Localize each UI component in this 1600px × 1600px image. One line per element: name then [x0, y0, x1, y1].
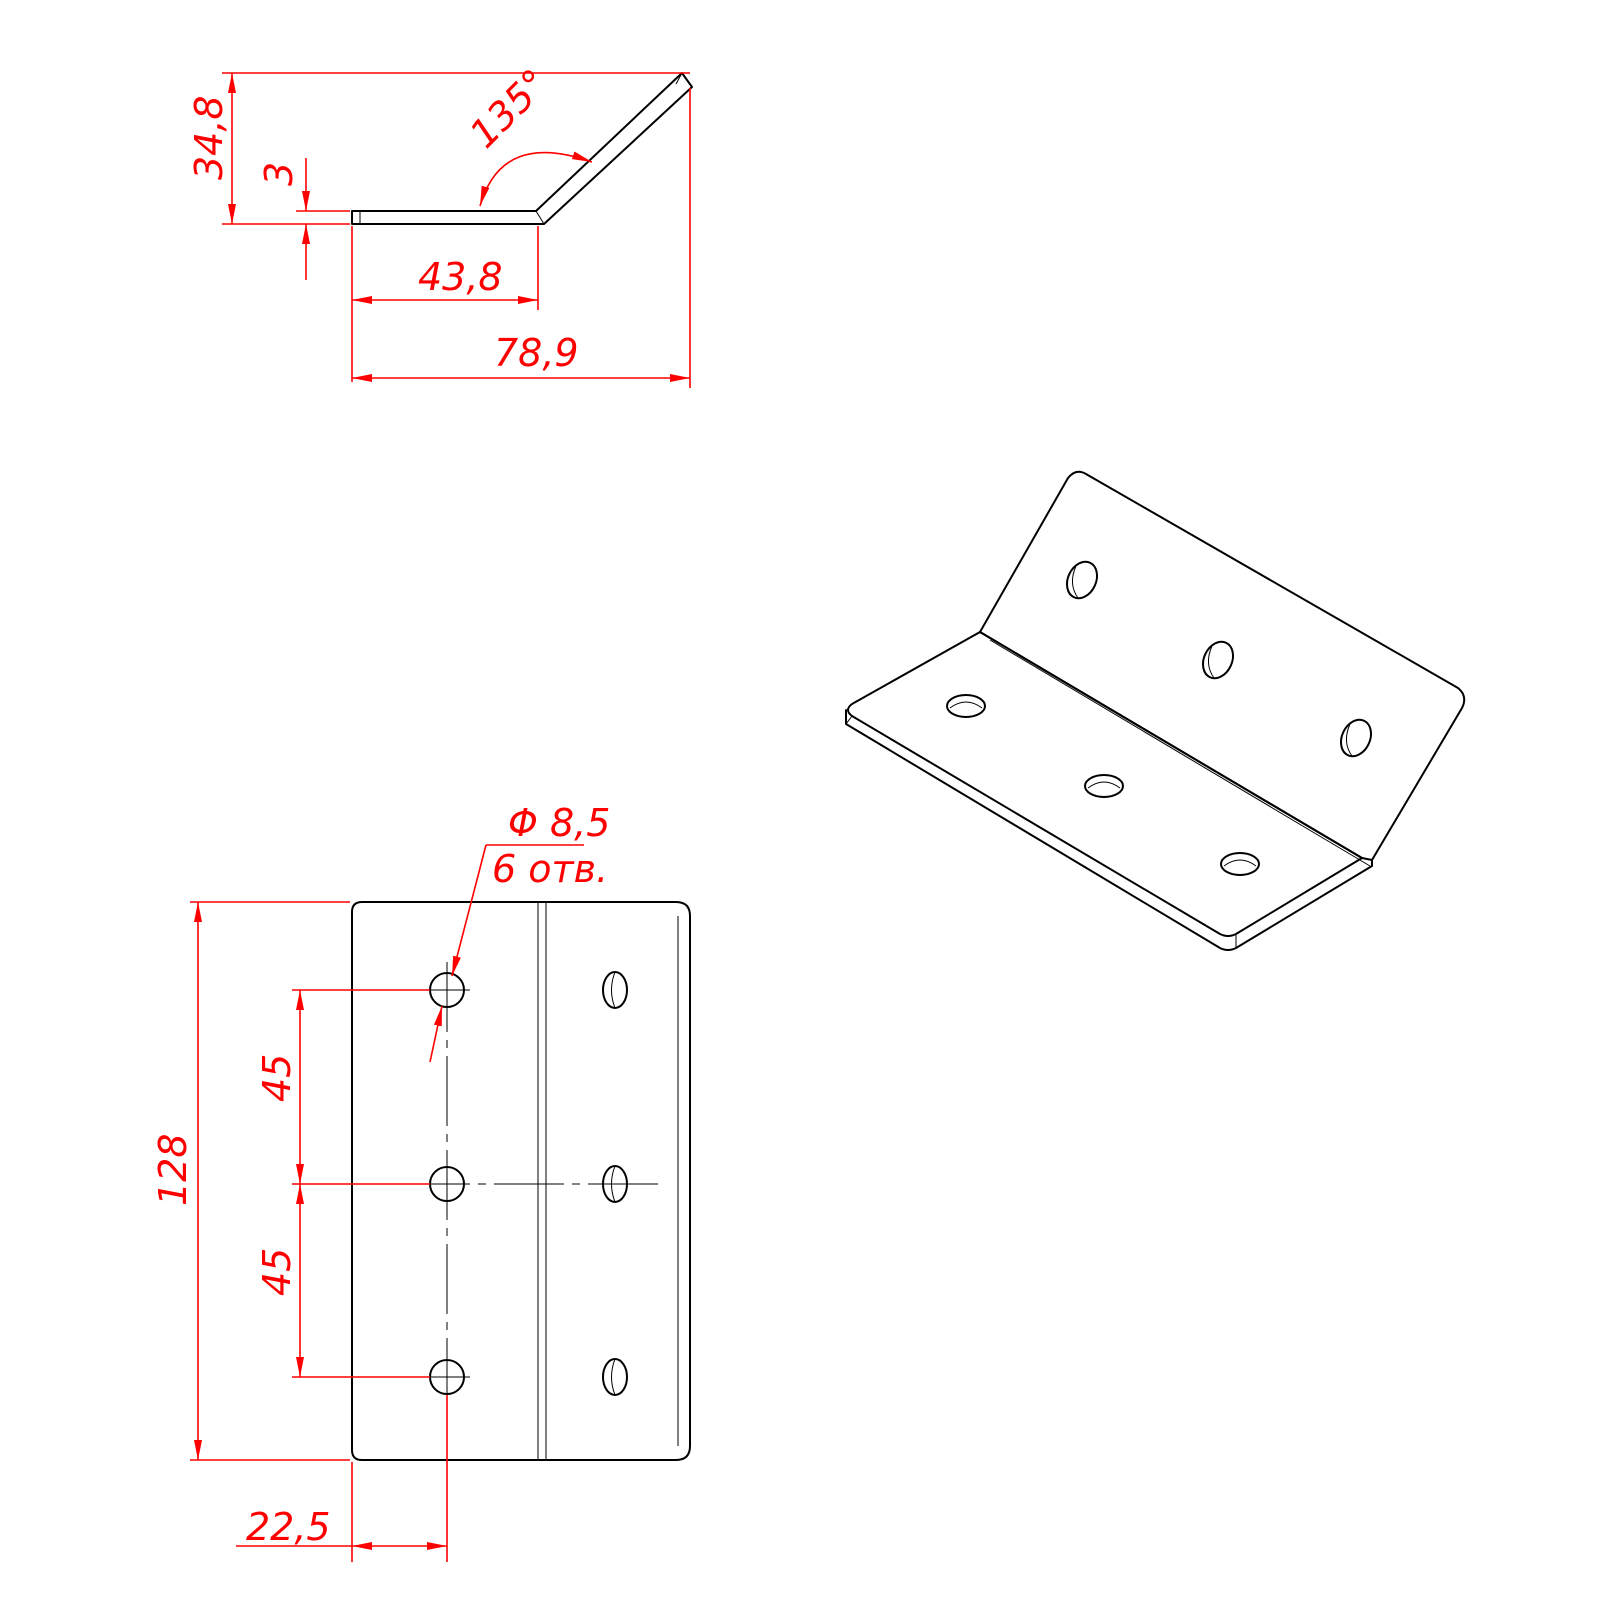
isometric-view	[845, 470, 1466, 951]
iso-hole-2	[1201, 640, 1235, 680]
dim-flange-label: 43,8	[418, 255, 503, 299]
dim-plate-length-label: 128	[151, 1133, 195, 1206]
dim-overall-label: 78,9	[494, 331, 579, 375]
plate-outline	[351, 901, 691, 1461]
hole-6	[602, 1358, 628, 1396]
hole-4	[602, 971, 628, 1009]
side-view	[351, 72, 693, 225]
dim-arc-angle	[479, 151, 593, 207]
dim-pitch-top-label: 45	[255, 1054, 299, 1102]
front-view-dimensions: 128 45 45 22,5 Φ 8,5 6 отв.	[151, 801, 610, 1562]
iso-hole-5	[1084, 774, 1124, 798]
dim-hole-diameter-label: Φ 8,5	[508, 801, 610, 845]
dim-pitch-bottom-label: 45	[255, 1248, 299, 1296]
iso-hole-6	[1220, 852, 1260, 876]
iso-hole-1	[1065, 560, 1099, 600]
dim-thickness-label: 3	[257, 162, 301, 186]
iso-hole-3	[1339, 718, 1373, 758]
iso-angled-flange	[979, 470, 1466, 861]
dim-angle-label: 135°	[461, 61, 557, 157]
iso-flat-flange	[847, 631, 1363, 937]
hole-5	[602, 1165, 628, 1203]
front-view	[306, 901, 691, 1560]
iso-hole-4	[946, 694, 986, 718]
dim-height-label: 34,8	[187, 95, 231, 180]
dim-edge-offset-label: 22,5	[246, 1505, 331, 1549]
dim-hole-count-label: 6 отв.	[492, 847, 608, 891]
